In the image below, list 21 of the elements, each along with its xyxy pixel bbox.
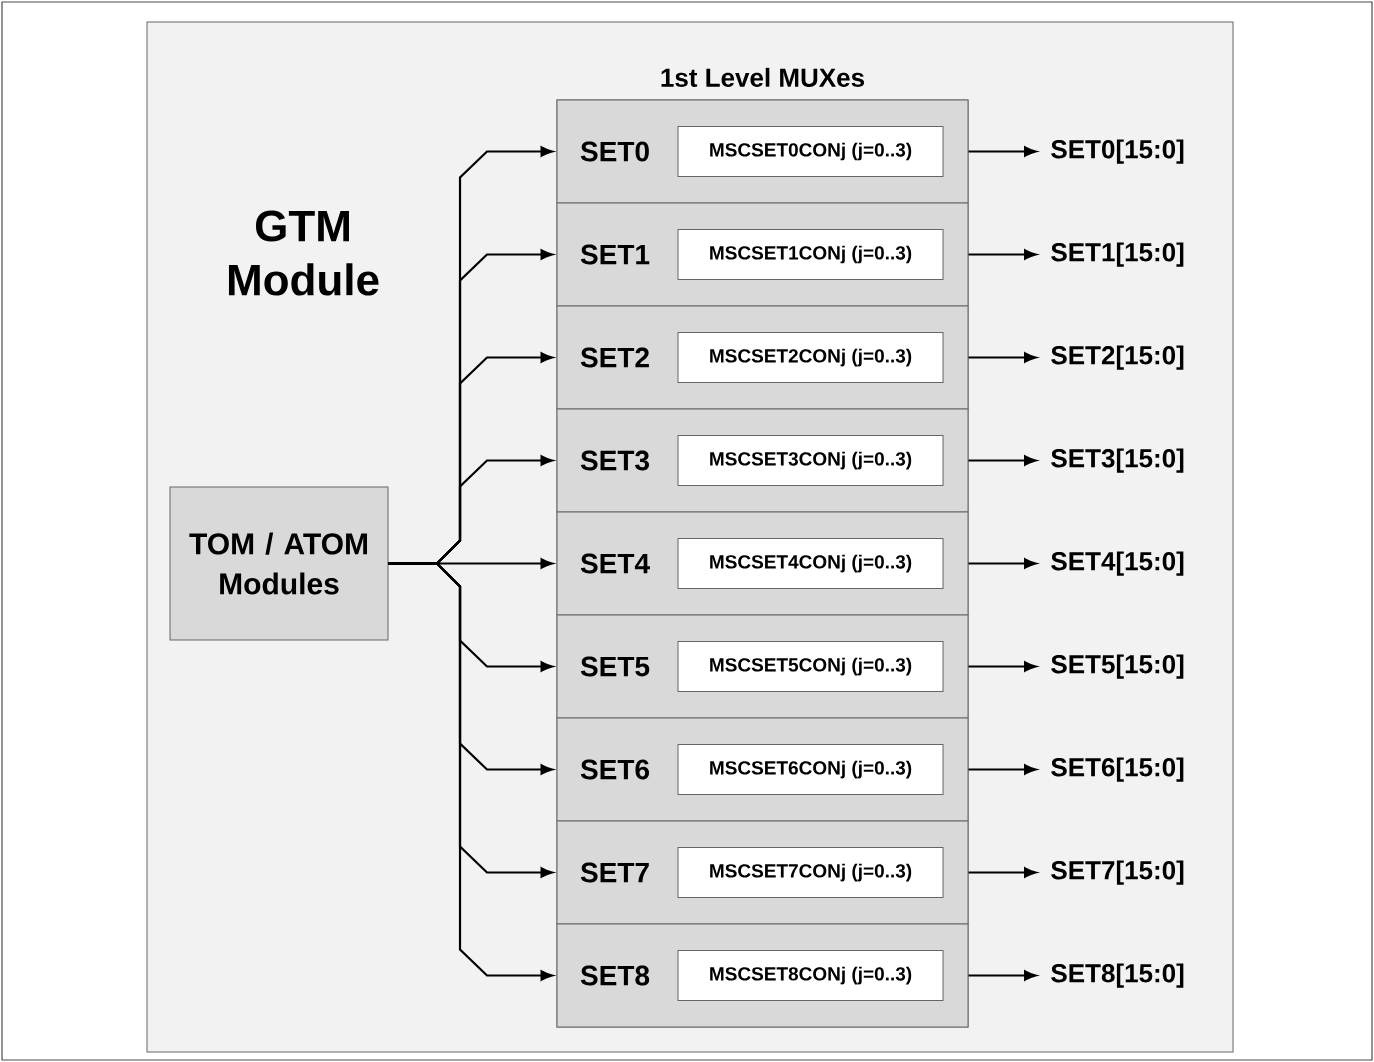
register-box: MSCSET4CONj (j=0..3) xyxy=(677,538,944,589)
register-box: MSCSET8CONj (j=0..3) xyxy=(677,950,944,1001)
register-box: MSCSET3CONj (j=0..3) xyxy=(677,435,944,486)
register-box: MSCSET1CONj (j=0..3) xyxy=(677,229,944,280)
arrow xyxy=(388,562,554,981)
register-box: MSCSET5CONj (j=0..3) xyxy=(677,641,944,692)
signal-label: SET2[15:0] xyxy=(1051,345,1184,370)
node-label: 1st Level MUXes xyxy=(661,67,865,87)
signal-label: SET3[15:0] xyxy=(1051,448,1184,473)
signal-label: SET0[15:0] xyxy=(1051,139,1184,164)
module-box: TOM / ATOM Modules xyxy=(169,486,389,641)
signal-label: SET5[15:0] xyxy=(1051,654,1184,679)
register-box: MSCSET0CONj (j=0..3) xyxy=(677,126,944,177)
signal-label: SET1[15:0] xyxy=(1051,242,1184,267)
register-box: MSCSET2CONj (j=0..3) xyxy=(677,332,944,383)
signal-label: SET8[15:0] xyxy=(1051,963,1184,988)
signal-label: SET6[15:0] xyxy=(1051,757,1184,782)
signal-label: SET4[15:0] xyxy=(1051,551,1184,576)
register-box: MSCSET6CONj (j=0..3) xyxy=(677,744,944,795)
register-box: MSCSET7CONj (j=0..3) xyxy=(677,847,944,898)
signal-label: SET7[15:0] xyxy=(1051,860,1184,885)
